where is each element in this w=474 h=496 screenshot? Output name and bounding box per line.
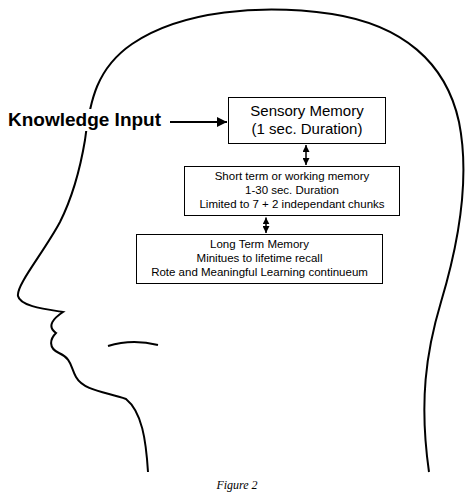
box-text: Minitues to lifetime recall: [145, 252, 374, 266]
memory-connector: [265, 217, 267, 233]
box-text: (1 sec. Duration): [239, 120, 375, 138]
jaw-line: [108, 342, 158, 346]
box-heading: Long Term Memory: [145, 238, 374, 252]
box-text: 1-30 sec. Duration: [193, 184, 391, 198]
box-text: Limited to 7 + 2 independant chunks: [193, 198, 391, 212]
memory-connector: [305, 145, 307, 165]
head-outline: [18, 10, 463, 472]
input-label: Knowledge Input: [6, 109, 163, 131]
box-heading: Sensory Memory: [239, 102, 375, 120]
box-text: Rote and Meaningful Learning continueum: [145, 266, 374, 280]
figure-caption: Figure 2: [0, 478, 474, 493]
memory-box: Short term or working memory1-30 sec. Du…: [184, 166, 400, 216]
memory-box: Long Term MemoryMinitues to lifetime rec…: [136, 234, 383, 284]
memory-box: Sensory Memory(1 sec. Duration): [228, 97, 386, 144]
box-heading: Short term or working memory: [193, 170, 391, 184]
input-arrow: [170, 121, 227, 123]
